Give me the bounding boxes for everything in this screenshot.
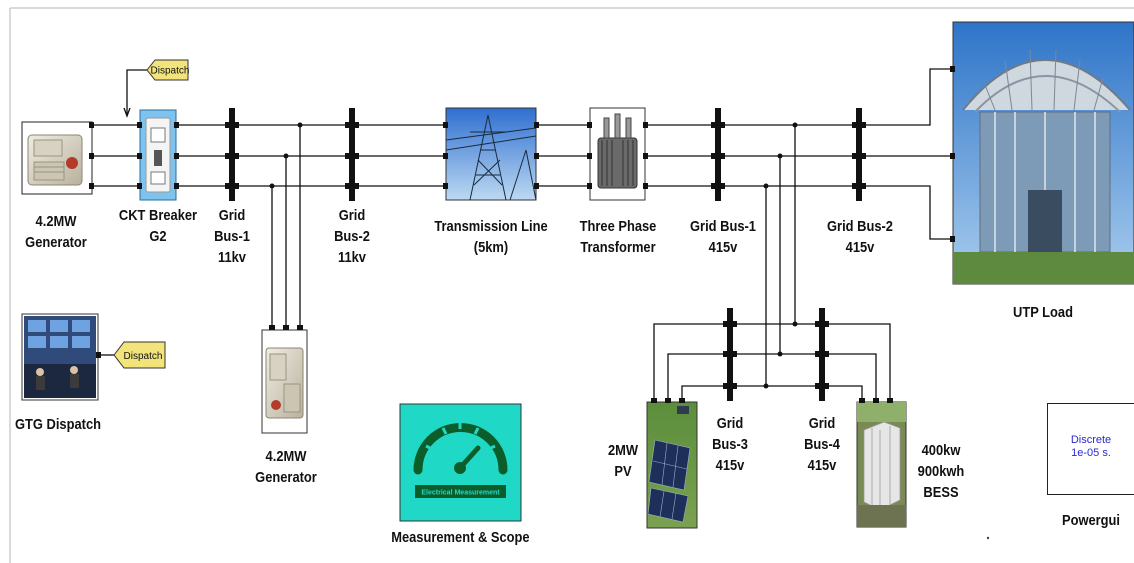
dispatch-goto-tag-top[interactable]: Dispatch: [146, 59, 190, 81]
frame-lines: [9, 7, 1134, 563]
wires: [92, 68, 953, 400]
junction-dots: [269, 122, 798, 389]
circuit-breaker-label-line2: G2: [149, 228, 167, 245]
bess-label: 400kw 900kwh BESS: [914, 440, 967, 503]
pv-block[interactable]: [646, 398, 698, 529]
powergui-solver-text: Discrete 1e-05 s.: [1048, 434, 1134, 460]
powergui-block[interactable]: Discrete 1e-05 s.: [1047, 403, 1134, 495]
bus-1-11kv-label: Grid Bus-1 11kv: [202, 205, 262, 268]
bus-4-415v-line2: Bus-4: [804, 436, 840, 453]
bus-4-415v-line1: Grid: [808, 415, 836, 432]
circuit-breaker-label-line1: CKT Breaker: [118, 207, 198, 224]
transmission-line-label-line2: (5km): [473, 239, 509, 256]
bus-2-11kv-label: Grid Bus-2 11kv: [322, 205, 382, 268]
pv-label-line2: PV: [614, 463, 632, 480]
dispatch-goto-tag-side[interactable]: Dispatch: [113, 341, 166, 369]
generator-1-label: 4.2MW Generator: [13, 211, 99, 253]
dispatch-tag-top-text: Dispatch: [151, 66, 190, 77]
generator-1-block[interactable]: [21, 121, 94, 195]
transformer-label-line1: Three Phase: [579, 218, 657, 235]
measurement-label: Measurement & Scope: [391, 527, 529, 548]
gtg-dispatch-label-text: GTG Dispatch: [14, 416, 101, 433]
bus-2-11kv-line1: Grid: [338, 207, 366, 224]
measurement-icon-text: Electrical Measurement: [421, 490, 500, 497]
gtg-dispatch-block[interactable]: [21, 313, 101, 401]
powergui-solver-line1: Discrete: [1070, 434, 1112, 446]
bus-port-marks: [225, 122, 866, 389]
bus-4-415v-label: Grid Bus-4 415v: [796, 413, 848, 476]
bus-2-415v-label: Grid Bus-2 415v: [817, 216, 903, 258]
generator-2-label: 4.2MW Generator: [243, 446, 329, 488]
dispatch-tag-side-text: Dispatch: [124, 351, 163, 362]
bess-label-line3: BESS: [923, 484, 959, 501]
generator-2-block[interactable]: [261, 325, 308, 434]
transmission-line-label: Transmission Line (5km): [427, 216, 556, 258]
stray-dot: [986, 536, 990, 540]
transformer-label: Three Phase Transformer: [571, 216, 666, 258]
utp-load-block[interactable]: [950, 21, 1134, 285]
circuit-breaker-block[interactable]: [137, 109, 179, 201]
generator-1-label-line2: Generator: [25, 234, 87, 251]
transmission-line-label-line1: Transmission Line: [434, 218, 548, 235]
powergui-solver-line2: 1e-05 s.: [1071, 447, 1111, 459]
generator-2-label-line2: Generator: [255, 469, 317, 486]
gtg-dispatch-label: GTG Dispatch: [8, 414, 108, 435]
bus-1-415v-line2: 415v: [708, 239, 738, 256]
pv-label-line1: 2MW: [607, 442, 639, 459]
powergui-label: Powergui: [1052, 510, 1129, 531]
bus-1-11kv-line2: Bus-1: [214, 228, 250, 245]
bus-3-415v-line2: Bus-3: [712, 436, 748, 453]
measurement-label-text: Measurement & Scope: [391, 529, 530, 546]
bus-1-415v-label: Grid Bus-1 415v: [680, 216, 766, 258]
bus-4-415v-line3: 415v: [807, 457, 837, 474]
generator-1-label-line1: 4.2MW: [35, 213, 77, 230]
bus-2-415v-line1: Grid Bus-2: [827, 218, 893, 235]
transformer-block[interactable]: [587, 107, 648, 201]
bus-1-11kv-line1: Grid: [218, 207, 246, 224]
bus-3-415v-label: Grid Bus-3 415v: [704, 413, 756, 476]
powergui-label-text: Powergui: [1061, 512, 1121, 529]
bess-label-line2: 900kwh: [917, 463, 965, 480]
pv-label: 2MW PV: [606, 440, 640, 482]
bus-1-415v-line1: Grid Bus-1: [690, 218, 756, 235]
generator-2-label-line1: 4.2MW: [265, 448, 307, 465]
bess-label-line1: 400kw: [921, 442, 961, 459]
transformer-label-line2: Transformer: [580, 239, 656, 256]
transmission-line-block[interactable]: [443, 107, 539, 201]
bus-2-415v-line2: 415v: [845, 239, 875, 256]
bus-2-11kv-line2: Bus-2: [334, 228, 370, 245]
bus-1-11kv-line3: 11kv: [217, 249, 246, 266]
circuit-breaker-label: CKT Breaker G2: [115, 205, 201, 247]
utp-load-label-text: UTP Load: [1013, 304, 1073, 321]
bus-3-415v-line1: Grid: [716, 415, 744, 432]
bus-3-415v-line3: 415v: [715, 457, 745, 474]
utp-load-label: UTP Load: [1000, 302, 1086, 323]
bess-block[interactable]: [856, 398, 907, 528]
bus-2-11kv-line3: 11kv: [337, 249, 366, 266]
measurement-block[interactable]: Electrical Measurement: [399, 403, 522, 522]
